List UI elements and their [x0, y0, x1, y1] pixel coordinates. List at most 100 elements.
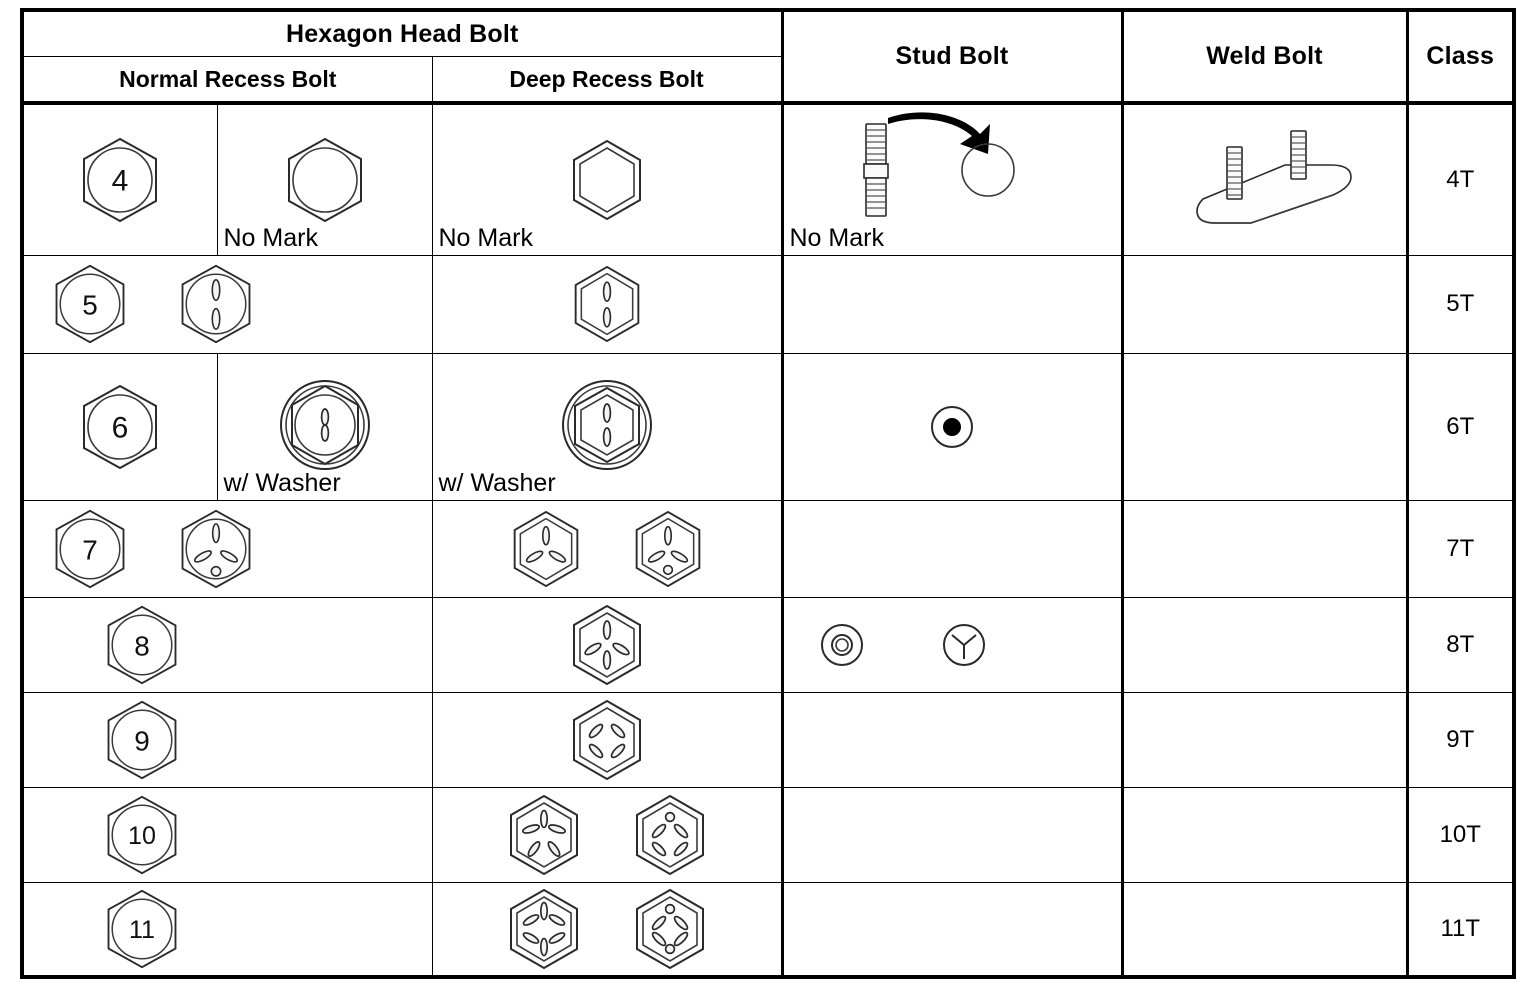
deep-recess-five-spoke-icon: [509, 794, 578, 875]
cell-class-10t: 10T: [1406, 786, 1515, 883]
cell-normal-recess-8: 8: [21, 596, 433, 693]
bolt-number-label: 10: [128, 821, 156, 849]
table-row: 6 w/ Washer: [21, 352, 1515, 501]
deep-recess-with-washer-icon: [561, 379, 652, 470]
cell-stud-bolt-11: [781, 881, 1124, 978]
cell-stud-bolt-9: [781, 691, 1124, 788]
table-row: 11: [21, 881, 1515, 978]
cell-weld-bolt-4: [1121, 102, 1409, 256]
cell-normal-recess-number-6: 6: [21, 352, 218, 501]
cell-deep-recess-7: [431, 499, 784, 598]
cell-deep-recess-10: [431, 786, 784, 883]
hex-bolt-head-11-icon: 11: [107, 889, 177, 968]
stud-circle-with-dot-icon: [931, 405, 973, 448]
deep-recess-four-spoke-cross-icon: [572, 604, 641, 685]
table-row: 10: [21, 786, 1515, 883]
cell-weld-bolt-9: [1121, 691, 1409, 788]
cell-deep-recess-11: [431, 881, 784, 978]
header-row-sub: Normal Recess Bolt Deep Recess Bolt: [21, 56, 1514, 105]
cell-normal-recess-11: 11: [21, 881, 433, 978]
weld-bolt-illustration: [1195, 129, 1352, 224]
header-normal-recess-bolt: Normal Recess Bolt: [21, 56, 433, 105]
note-no-mark-deep: No Mark: [438, 223, 533, 252]
cell-weld-bolt-8: [1121, 596, 1409, 693]
bolt-number-label: 11: [129, 916, 155, 944]
cell-weld-bolt-5: [1121, 254, 1409, 354]
table-row: 4 No Mark No Mark: [21, 102, 1515, 256]
cell-normal-recess-mark-4: No Mark: [216, 102, 433, 256]
stud-y-mark-icon: [942, 623, 985, 666]
deep-recess-four-spoke-diagonal-icon: [572, 699, 641, 780]
cell-stud-bolt-7: [781, 499, 1124, 598]
cell-stud-bolt-6: [781, 352, 1124, 501]
cell-weld-bolt-10: [1121, 786, 1409, 883]
cell-stud-bolt-8: [781, 596, 1124, 693]
hex-bolt-head-10-icon: 10: [107, 795, 177, 874]
hex-bolt-head-6-icon: 6: [83, 384, 158, 469]
header-deep-recess-bolt: Deep Recess Bolt: [431, 56, 784, 105]
bolt-number-label: 4: [112, 164, 129, 197]
cell-deep-recess-5: [431, 254, 784, 354]
bolt-number-label: 5: [82, 289, 98, 320]
deep-recess-six-spoke-icon: [509, 888, 578, 969]
table-row: 5 5T: [21, 254, 1515, 354]
cell-class-7t: 7T: [1406, 499, 1515, 598]
hex-bolt-head-8-icon: 8: [107, 605, 177, 684]
cell-deep-recess-9: [431, 691, 784, 788]
hex-bolt-head-9-icon: 9: [107, 700, 177, 779]
stud-ring-mark-icon: [820, 623, 863, 666]
header-weld-bolt: Weld Bolt: [1121, 9, 1409, 105]
cell-weld-bolt-7: [1121, 499, 1409, 598]
hex-bolt-head-4-icon: 4: [83, 137, 158, 222]
note-no-mark-stud: No Mark: [789, 223, 884, 252]
cell-class-9t: 9T: [1406, 691, 1515, 788]
deep-recess-four-diagonal-one-circle-icon: [635, 794, 704, 875]
deep-recess-three-spoke-icon: [513, 510, 578, 587]
cell-normal-recess-number-4: 4: [21, 102, 218, 256]
cell-class-4t: 4T: [1406, 102, 1515, 256]
cell-class-8t: 8T: [1406, 596, 1515, 693]
table-row: 9 9T: [21, 691, 1515, 788]
note-w-washer-normal: w/ Washer: [223, 468, 341, 497]
cell-deep-recess-6: w/ Washer: [431, 352, 784, 501]
bolt-number-label: 8: [134, 630, 150, 661]
cell-stud-bolt-4: No Mark: [781, 102, 1124, 256]
hex-bolt-with-washer-icon: [279, 379, 370, 470]
cell-normal-recess-9: 9: [21, 691, 433, 788]
cell-class-6t: 6T: [1406, 352, 1515, 501]
stud-bolt-illustration: [862, 112, 1015, 217]
hex-bolt-head-5-icon: 5: [55, 264, 125, 344]
bolt-number-label: 7: [82, 534, 98, 565]
header-class: Class: [1406, 9, 1515, 105]
hex-bolt-no-mark-icon: [287, 137, 362, 222]
cell-normal-recess-10: 10: [21, 786, 433, 883]
table-row: 8: [21, 596, 1515, 693]
cell-stud-bolt-10: [781, 786, 1124, 883]
cell-weld-bolt-6: [1121, 352, 1409, 501]
deep-recess-three-spoke-circle-icon: [635, 510, 700, 587]
cell-weld-bolt-11: [1121, 881, 1409, 978]
deep-recess-four-diagonal-two-circle-icon: [635, 888, 704, 969]
note-w-washer-deep: w/ Washer: [438, 468, 556, 497]
cell-class-5t: 5T: [1406, 254, 1515, 354]
hex-bolt-head-7-icon: 7: [55, 509, 125, 588]
cell-deep-recess-8: [431, 596, 784, 693]
hex-bolt-three-spoke-circle-icon: [181, 509, 251, 588]
bolt-number-label: 6: [112, 411, 129, 444]
cell-normal-recess-7: 7: [21, 499, 433, 598]
header-hexagon-head-bolt: Hexagon Head Bolt: [21, 9, 784, 57]
cell-class-11t: 11T: [1406, 881, 1515, 978]
deep-recess-hex-no-mark-icon: [572, 139, 641, 220]
bolt-class-table: Hexagon Head Bolt Stud Bolt Weld Bolt Cl…: [20, 8, 1516, 979]
header-row-main: Hexagon Head Bolt Stud Bolt Weld Bolt Cl…: [21, 9, 1515, 105]
cell-normal-recess-5: 5: [21, 254, 433, 354]
note-no-mark-normal: No Mark: [223, 223, 318, 252]
hex-bolt-two-dash-mark-icon: [181, 264, 251, 344]
cell-normal-recess-mark-6: w/ Washer: [216, 352, 433, 501]
bolt-number-label: 9: [134, 725, 150, 756]
cell-deep-recess-4: No Mark: [431, 102, 784, 256]
deep-recess-two-dash-icon: [574, 265, 639, 343]
cell-stud-bolt-5: [781, 254, 1124, 354]
header-stud-bolt: Stud Bolt: [781, 9, 1124, 105]
